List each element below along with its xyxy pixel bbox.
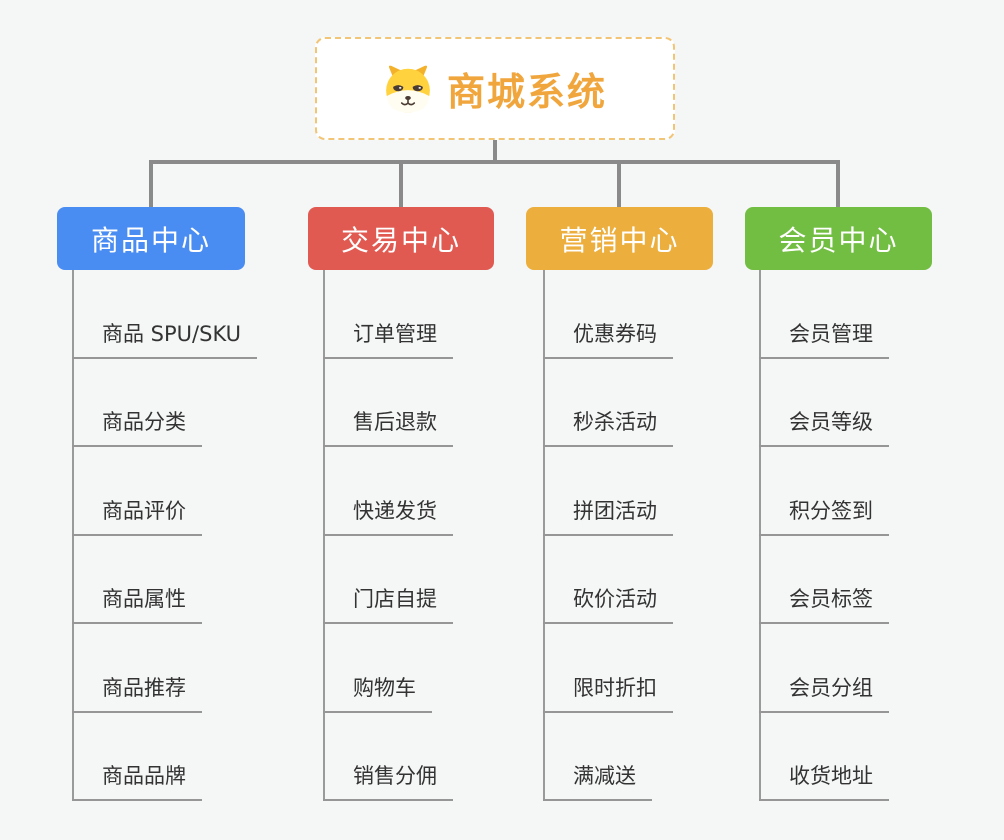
leaf-node-label: 收货地址	[759, 760, 889, 801]
leaf-node[interactable]: 商品推荐	[72, 624, 257, 713]
root-stem-line	[493, 140, 497, 164]
child-column-member-center: 会员管理 会员等级 积分签到 会员标签 会员分组 收货地址	[759, 270, 889, 801]
leaf-node-label: 拼团活动	[543, 495, 673, 536]
leaf-node-label: 积分签到	[759, 495, 889, 536]
leaf-node-label: 秒杀活动	[543, 406, 673, 447]
child-connector-line	[759, 270, 761, 801]
leaf-node-label: 会员管理	[759, 318, 889, 359]
leaf-node[interactable]: 商品 SPU/SKU	[72, 270, 258, 359]
branch-drop-line	[836, 160, 840, 207]
leaf-node-label: 会员分组	[759, 672, 889, 713]
leaf-node-label: 商品推荐	[72, 672, 202, 713]
leaf-node-label: 商品分类	[72, 406, 202, 447]
leaf-node[interactable]: 快递发货	[323, 447, 453, 536]
leaf-node[interactable]: 拼团活动	[543, 447, 673, 536]
branch-drop-line	[399, 160, 403, 207]
root-node-title: 商城系统	[446, 70, 607, 114]
leaf-node-label: 优惠券码	[543, 318, 673, 359]
branch-node-label: 营销中心	[559, 223, 680, 257]
leaf-node[interactable]: 商品评价	[72, 447, 257, 536]
leaf-node[interactable]: 秒杀活动	[543, 359, 673, 447]
leaf-node[interactable]: 收货地址	[759, 713, 889, 801]
leaf-node-label: 商品品牌	[72, 760, 202, 801]
leaf-node[interactable]: 订单管理	[323, 270, 453, 359]
branch-node-label: 交易中心	[340, 223, 461, 257]
child-connector-line	[323, 270, 325, 801]
leaf-node-label: 商品评价	[72, 495, 202, 536]
leaf-node-label: 订单管理	[323, 318, 453, 359]
leaf-node[interactable]: 会员标签	[759, 536, 889, 624]
child-connector-line	[72, 270, 74, 801]
leaf-node[interactable]: 会员分组	[759, 624, 889, 713]
leaf-node[interactable]: 商品分类	[72, 359, 257, 447]
branch-drop-line	[149, 160, 153, 207]
child-column-trade-center: 订单管理 售后退款 快递发货 门店自提 购物车 销售分佣	[323, 270, 453, 801]
branch-node-marketing-center[interactable]: 营销中心	[526, 207, 713, 270]
branch-node-member-center[interactable]: 会员中心	[745, 207, 932, 270]
leaf-node-label: 商品 SPU/SKU	[72, 318, 258, 359]
leaf-node[interactable]: 购物车	[323, 624, 453, 713]
leaf-node-label: 销售分佣	[323, 760, 453, 801]
leaf-node[interactable]: 砍价活动	[543, 536, 673, 624]
leaf-node-label: 快递发货	[323, 495, 453, 536]
branch-bus-line	[149, 160, 840, 164]
branch-drop-line	[617, 160, 621, 207]
leaf-node[interactable]: 门店自提	[323, 536, 453, 624]
child-column-marketing-center: 优惠券码 秒杀活动 拼团活动 砍价活动 限时折扣 满减送	[543, 270, 673, 801]
child-connector-line	[543, 270, 545, 801]
leaf-node-label: 门店自提	[323, 583, 453, 624]
root-node[interactable]: 商城系统	[315, 37, 675, 140]
leaf-node-label: 限时折扣	[543, 672, 673, 713]
leaf-node-label: 商品属性	[72, 583, 202, 624]
leaf-node-label: 砍价活动	[543, 583, 673, 624]
branch-node-label: 会员中心	[778, 223, 899, 257]
leaf-node-label: 购物车	[323, 672, 432, 713]
leaf-node[interactable]: 积分签到	[759, 447, 889, 536]
leaf-node[interactable]: 满减送	[543, 713, 673, 801]
leaf-node-label: 满减送	[543, 760, 652, 801]
leaf-node[interactable]: 会员管理	[759, 270, 889, 359]
branch-node-label: 商品中心	[90, 223, 211, 257]
child-column-product-center: 商品 SPU/SKU 商品分类 商品评价 商品属性 商品推荐 商品品牌	[72, 270, 258, 801]
leaf-node-label: 会员标签	[759, 583, 889, 624]
leaf-node[interactable]: 销售分佣	[323, 713, 453, 801]
leaf-node[interactable]: 商品品牌	[72, 713, 257, 801]
leaf-node[interactable]: 限时折扣	[543, 624, 673, 713]
dog-face-icon	[386, 65, 430, 112]
leaf-node-label: 售后退款	[323, 406, 453, 447]
leaf-node[interactable]: 会员等级	[759, 359, 889, 447]
branch-node-trade-center[interactable]: 交易中心	[308, 207, 494, 270]
leaf-node[interactable]: 商品属性	[72, 536, 257, 624]
leaf-node[interactable]: 优惠券码	[543, 270, 673, 359]
leaf-node[interactable]: 售后退款	[323, 359, 453, 447]
leaf-node-label: 会员等级	[759, 406, 889, 447]
branch-node-product-center[interactable]: 商品中心	[57, 207, 245, 270]
